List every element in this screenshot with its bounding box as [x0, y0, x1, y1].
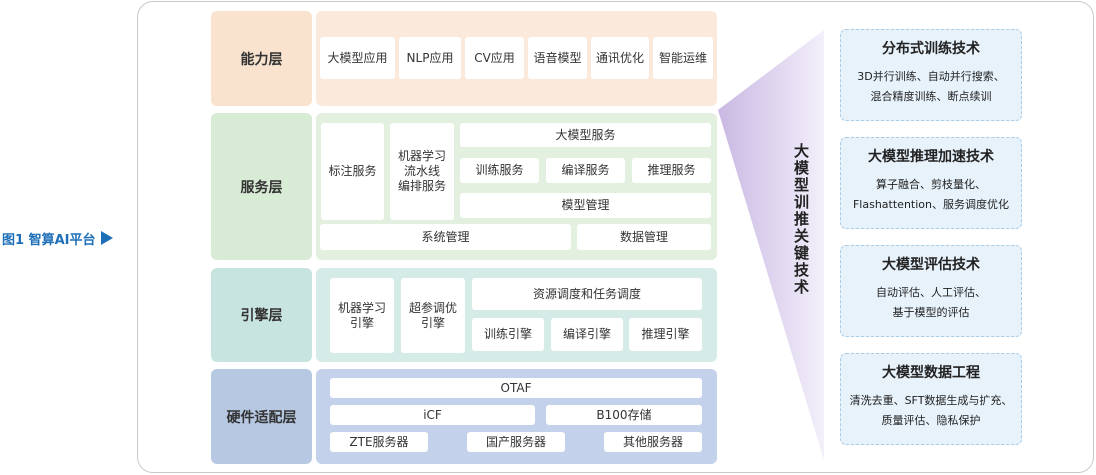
- capability-item: 语音模型: [528, 37, 587, 79]
- key-tech-title: 大模型训推关键技术: [792, 143, 810, 296]
- inference-engine-box: 推理引擎: [629, 318, 702, 351]
- training-service-box: 训练服务: [460, 158, 539, 183]
- icf-box: iCF: [330, 405, 535, 425]
- hyperparam-engine-box: 超参调优 引擎: [401, 278, 465, 353]
- model-management-box: 模型管理: [460, 193, 711, 218]
- tech-box-data-engineering: 大模型数据工程 清洗去重、SFT数据生成与扩充、 质量评估、隐私保护: [840, 353, 1022, 445]
- play-arrow-icon: [101, 231, 114, 245]
- tech-title: 大模型数据工程: [882, 365, 980, 381]
- capability-item: 智能运维: [653, 37, 713, 79]
- training-engine-box: 训练引擎: [472, 318, 544, 351]
- tech-desc: 自动评估、人工评估、 基于模型的评估: [876, 286, 986, 319]
- capability-item: CV应用: [465, 37, 524, 79]
- compile-service-box: 编译服务: [546, 158, 625, 183]
- capability-item: NLP应用: [399, 37, 461, 79]
- system-management-box: 系统管理: [320, 224, 571, 250]
- service-layer-label: 服务层: [211, 113, 312, 260]
- ml-pipeline-service-box: 机器学习 流水线 编排服务: [390, 123, 454, 220]
- domestic-server-box: 国产服务器: [467, 432, 565, 452]
- capability-item: 大模型应用: [320, 37, 395, 79]
- tech-box-evaluation: 大模型评估技术 自动评估、人工评估、 基于模型的评估: [840, 245, 1022, 337]
- capability-item: 通讯优化: [591, 37, 649, 79]
- ml-engine-box: 机器学习 引擎: [330, 278, 394, 353]
- tech-box-inference-acceleration: 大模型推理加速技术 算子融合、剪枝量化、 Flashattention、服务调度…: [840, 137, 1022, 229]
- zte-server-box: ZTE服务器: [330, 432, 428, 452]
- other-server-box: 其他服务器: [604, 432, 702, 452]
- tech-title: 大模型推理加速技术: [868, 149, 994, 165]
- otaf-box: OTAF: [330, 378, 702, 398]
- llm-service-box: 大模型服务: [460, 123, 711, 147]
- figure-caption: 图1 智算AI平台: [2, 228, 136, 248]
- tech-box-distributed-training: 分布式训练技术 3D并行训练、自动并行搜索、 混合精度训练、断点续训: [840, 29, 1022, 121]
- tech-desc: 算子融合、剪枝量化、 Flashattention、服务调度优化: [852, 178, 1009, 211]
- tech-desc: 清洗去重、SFT数据生成与扩充、 质量评估、隐私保护: [849, 394, 1013, 427]
- capability-layer-label: 能力层: [211, 11, 312, 106]
- caption-text: 图1 智算AI平台: [2, 232, 96, 248]
- tech-title: 分布式训练技术: [882, 41, 980, 57]
- tech-desc: 3D并行训练、自动并行搜索、 混合精度训练、断点续训: [857, 70, 1005, 103]
- scheduling-box: 资源调度和任务调度: [472, 278, 702, 310]
- inference-service-box: 推理服务: [632, 158, 711, 183]
- engine-layer-label: 引擎层: [211, 268, 312, 362]
- compile-engine-box: 编译引擎: [551, 318, 623, 351]
- hardware-layer-label: 硬件适配层: [211, 369, 312, 464]
- annotation-service-box: 标注服务: [321, 123, 384, 220]
- data-management-box: 数据管理: [577, 224, 711, 250]
- b100-storage-box: B100存储: [546, 405, 702, 425]
- fan-connector: [718, 30, 824, 460]
- tech-title: 大模型评估技术: [882, 257, 980, 273]
